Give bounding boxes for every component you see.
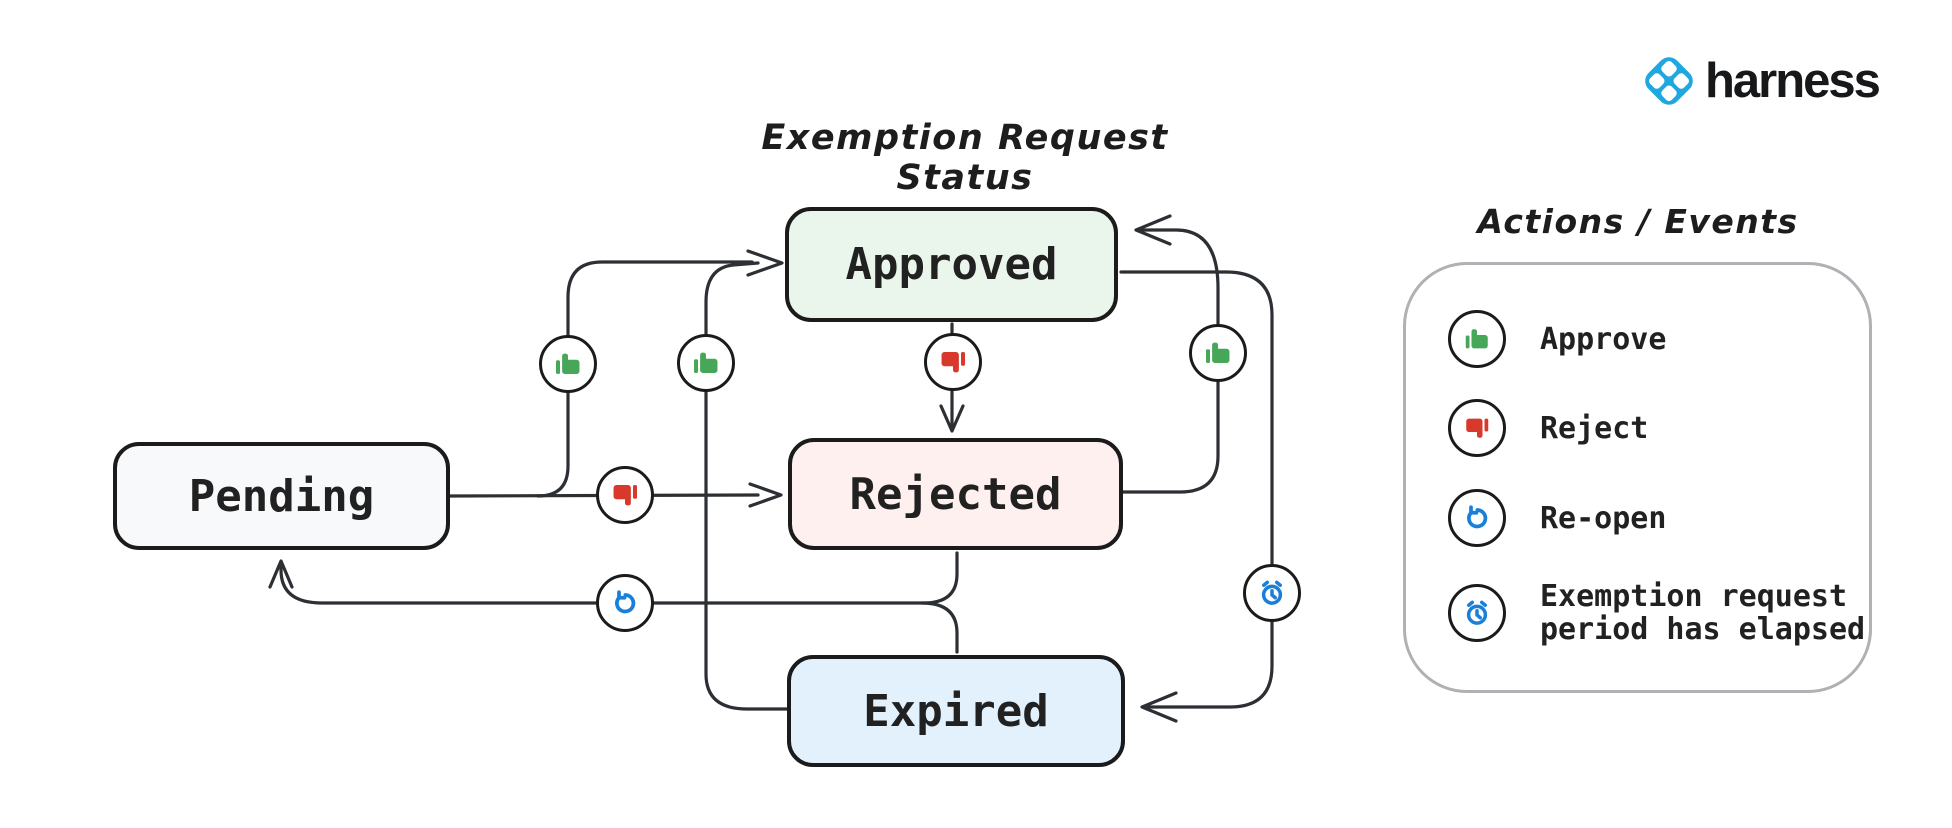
edge-rejected-pending-arrowhead <box>268 559 294 589</box>
edge-approved-rejected-arrowhead <box>939 404 965 433</box>
legend-item-approve: Approve <box>1448 310 1666 368</box>
legend-label: Approve <box>1540 321 1667 357</box>
harness-logo-icon <box>1645 57 1693 105</box>
approve-action-badge <box>677 334 735 392</box>
legend-title: Actions / Events <box>1477 202 1799 241</box>
edge-approved-expired <box>1119 270 1274 709</box>
reject-action-badge <box>924 333 982 391</box>
elapsed-event-badge <box>1243 564 1301 622</box>
edge-pending-approved-arrowhead <box>746 249 784 277</box>
state-label-pending: Pending <box>188 470 375 522</box>
state-node-approved: Approved <box>785 207 1118 322</box>
diagram-title: Exemption Request Status <box>761 118 1169 198</box>
legend-reopen-badge <box>1448 489 1506 547</box>
thumbs-down-icon <box>1466 418 1489 438</box>
edge-approved-expired-arrowhead <box>1140 691 1178 723</box>
reopen-icon <box>615 590 636 614</box>
legend-label: Re-open <box>1540 500 1667 536</box>
state-label-expired: Expired <box>863 685 1049 737</box>
reopen-action-badge <box>596 574 654 632</box>
state-node-pending: Pending <box>113 442 450 550</box>
state-node-expired: Expired <box>787 655 1125 767</box>
reject-action-badge <box>596 466 654 524</box>
edge-pending-rejected-arrowhead <box>748 482 783 508</box>
thumbs-up-icon <box>556 353 580 374</box>
state-node-rejected: Rejected <box>788 438 1123 550</box>
legend-item-reject: Reject <box>1448 399 1648 457</box>
alarm-clock-icon <box>1466 600 1488 625</box>
thumbs-up-icon <box>1206 342 1230 363</box>
harness-wordmark: harness <box>1705 54 1881 108</box>
legend-item-elapsed: Exemption request period has elapsed <box>1448 580 1870 646</box>
legend-label: Reject <box>1540 410 1649 446</box>
state-label-rejected: Rejected <box>849 468 1062 520</box>
harness-logo: harness <box>1638 50 1881 112</box>
legend-reject-badge <box>1448 399 1506 457</box>
legend-label: Exemption request period has elapsed <box>1540 579 1866 647</box>
state-label-approved: Approved <box>845 239 1058 290</box>
edge-rejected-approved-arrowhead <box>1134 214 1172 246</box>
edge-rejected-approved <box>1121 228 1220 494</box>
reopen-icon <box>1467 505 1488 529</box>
edge-rejected-pending <box>279 551 959 605</box>
legend-elapsed-badge <box>1448 584 1506 642</box>
thumbs-up-icon <box>694 352 718 373</box>
approve-action-badge <box>539 335 597 393</box>
edge-expired-approved <box>704 261 791 711</box>
edge-pending-approved <box>536 260 754 498</box>
thumbs-down-icon <box>941 352 965 373</box>
thumbs-up-icon <box>1465 329 1488 349</box>
legend-item-reopen: Re-open <box>1448 489 1666 547</box>
thumbs-down-icon <box>613 485 637 506</box>
alarm-clock-icon <box>1261 580 1283 605</box>
approve-action-badge <box>1189 324 1247 382</box>
legend-approve-badge <box>1448 310 1506 368</box>
edge-expired-pending <box>920 601 959 654</box>
